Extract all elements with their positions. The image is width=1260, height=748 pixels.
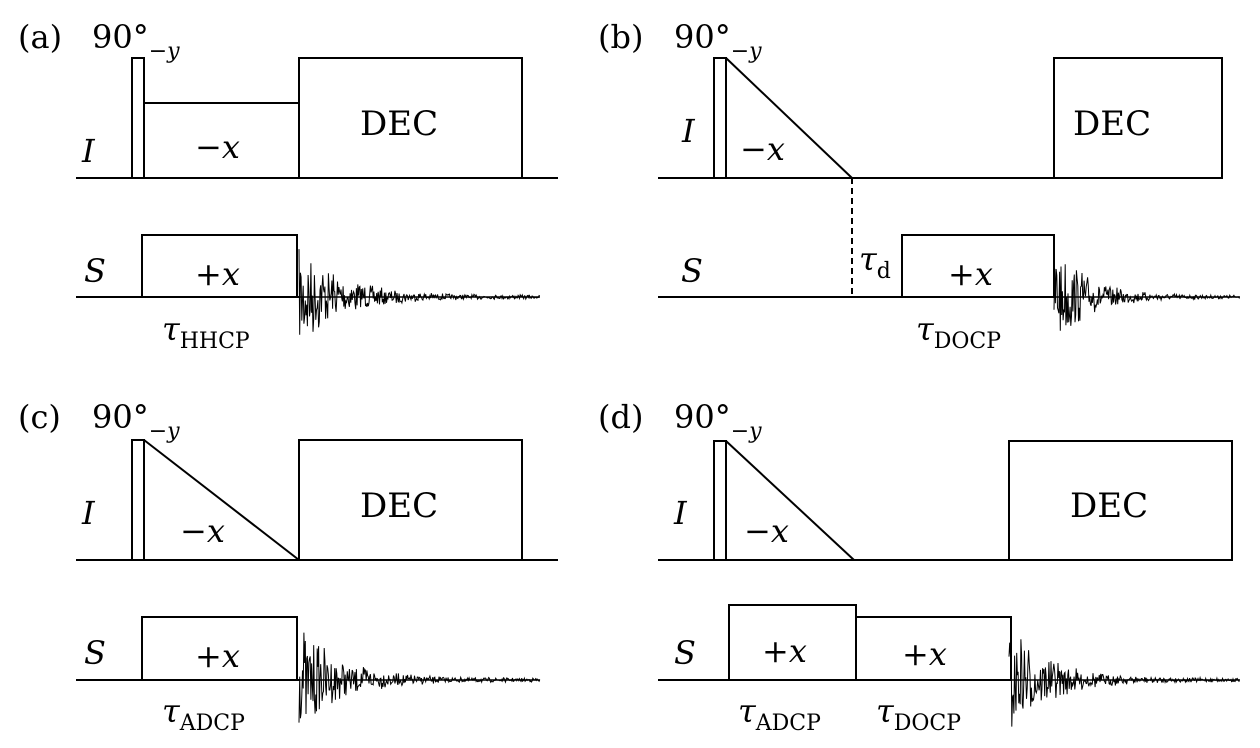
fid-signal xyxy=(298,249,540,335)
i-channel-label: I xyxy=(673,494,688,532)
dec-label: DEC xyxy=(360,104,438,144)
dec-block xyxy=(1053,57,1223,179)
s-cp-block xyxy=(141,616,298,681)
s-phase-label: +x xyxy=(948,255,993,293)
tau-label: τADCP xyxy=(162,692,245,736)
pulse-label: 90°−y xyxy=(92,398,180,444)
dec-block xyxy=(298,57,523,179)
delay-label: τd xyxy=(859,240,891,284)
i-phase-label: −x xyxy=(180,512,225,550)
tau-label: τADCP xyxy=(738,692,821,736)
s-channel-label: S xyxy=(674,634,696,672)
panel-label: (a) xyxy=(18,18,62,56)
tau-label-2: τDOCP xyxy=(876,692,961,736)
s-cp-block xyxy=(901,234,1055,298)
90-pulse xyxy=(131,439,145,561)
s-phase-label-2: +x xyxy=(902,635,947,673)
fid-signal xyxy=(298,632,541,723)
fid-trace xyxy=(298,632,541,723)
s-channel-label: S xyxy=(84,634,106,672)
i-ramp xyxy=(725,57,853,179)
panel-b: (b) 90°−y DEC −x I +x S τd τDOCP xyxy=(598,18,1240,354)
fid-signal xyxy=(1008,639,1240,727)
i-channel-label: I xyxy=(81,494,96,532)
s-docp-block xyxy=(855,616,1012,681)
pulse-label: 90°−y xyxy=(92,18,180,64)
s-channel-label: S xyxy=(84,252,106,290)
i-ramp xyxy=(143,439,300,561)
i-channel-label: I xyxy=(681,112,696,150)
panel-a: (a) 90°−y DEC −x I +x S τHHCP xyxy=(18,18,558,354)
i-spinlock-block xyxy=(143,102,300,179)
dec-block xyxy=(1008,440,1233,561)
i-channel-label: I xyxy=(81,132,96,170)
90-pulse xyxy=(713,57,727,179)
fid-trace xyxy=(298,249,540,335)
s-phase-label: +x xyxy=(762,632,807,670)
dec-label: DEC xyxy=(360,486,438,526)
dec-label: DEC xyxy=(1073,104,1151,144)
pulse-label: 90°−y xyxy=(674,18,762,64)
s-cp-block xyxy=(141,234,298,298)
panel-label: (c) xyxy=(18,398,61,436)
i-phase-label: −x xyxy=(195,128,240,166)
panel-label: (d) xyxy=(598,398,643,436)
dec-block xyxy=(298,439,523,561)
s-phase-label: +x xyxy=(195,637,240,675)
panel-d: (d) 90°−y DEC −x I +x +x S τADCP τDOCP xyxy=(598,398,1240,736)
tau-label: τDOCP xyxy=(916,310,1001,354)
i-ramp xyxy=(725,440,855,561)
panel-label: (b) xyxy=(598,18,643,56)
i-phase-label: −x xyxy=(744,512,789,550)
90-pulse xyxy=(713,440,727,561)
dec-label: DEC xyxy=(1070,486,1148,526)
s-adcp-block xyxy=(728,604,857,681)
pulse-label: 90°−y xyxy=(674,398,762,444)
fid-trace xyxy=(1008,639,1240,727)
tau-label: τHHCP xyxy=(162,310,250,354)
90-pulse xyxy=(131,57,145,179)
i-phase-label: −x xyxy=(740,130,785,168)
fid-signal xyxy=(1053,264,1240,331)
panel-c: (c) 90°−y DEC −x I +x S τADCP xyxy=(18,398,558,736)
s-channel-label: S xyxy=(681,252,703,290)
s-phase-label: +x xyxy=(195,255,240,293)
